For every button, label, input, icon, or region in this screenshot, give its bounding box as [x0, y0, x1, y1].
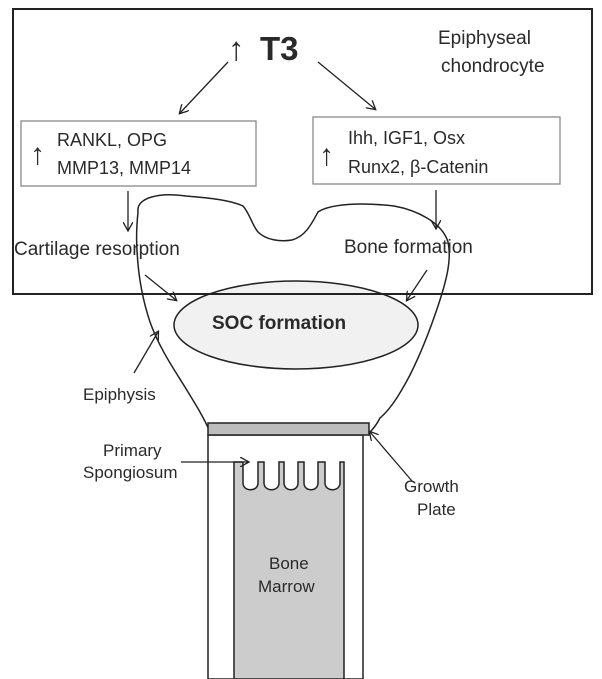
right-box-line2: Runx2, β-Catenin	[348, 157, 488, 177]
bone-marrow-region	[233, 461, 345, 679]
t3-up-arrow: ↑	[228, 30, 245, 67]
bone-marrow-line2: Marrow	[258, 577, 315, 596]
bone-formation-label: Bone formation	[344, 237, 473, 258]
t3-label: T3	[260, 30, 299, 67]
right-box-up-arrow: ↑	[319, 139, 334, 172]
primary-spongiosum-line2: Spongiosum	[83, 463, 178, 482]
left-box-up-arrow: ↑	[30, 138, 45, 171]
arrow-growth-plate	[370, 432, 413, 482]
left-box-line1: RANKL, OPG	[57, 130, 167, 150]
arrow-resorption-to-soc	[144, 274, 176, 300]
growth-plate-line1: Growth	[404, 477, 459, 496]
epiphysis-outline	[135, 194, 451, 433]
growth-plate	[207, 422, 370, 436]
left-gene-box	[20, 120, 257, 187]
arrow-t3-to-right-box	[317, 61, 375, 109]
left-box-line2: MMP13, MMP14	[57, 158, 191, 178]
soc-ellipse	[173, 280, 419, 370]
epiphysis-label: Epiphysis	[83, 385, 156, 404]
primary-spongiosum-line1: Primary	[103, 441, 162, 460]
soc-formation-label: SOC formation	[212, 313, 346, 334]
chondrocyte-box	[12, 8, 593, 295]
arrow-formation-to-soc	[407, 269, 428, 300]
arrow-epiphysis-label	[133, 332, 158, 374]
cell-type-line1: Epiphyseal	[438, 28, 531, 49]
right-gene-box	[312, 116, 561, 185]
cartilage-resorption-label: Cartilage resorption	[14, 239, 180, 260]
cell-type-line2: chondrocyte	[441, 56, 545, 77]
right-box-line1: Ihh, IGF1, Osx	[348, 128, 465, 148]
bone-marrow-line1: Bone	[269, 554, 309, 573]
growth-plate-line2: Plate	[417, 500, 456, 519]
arrow-t3-to-left-box	[180, 61, 229, 113]
